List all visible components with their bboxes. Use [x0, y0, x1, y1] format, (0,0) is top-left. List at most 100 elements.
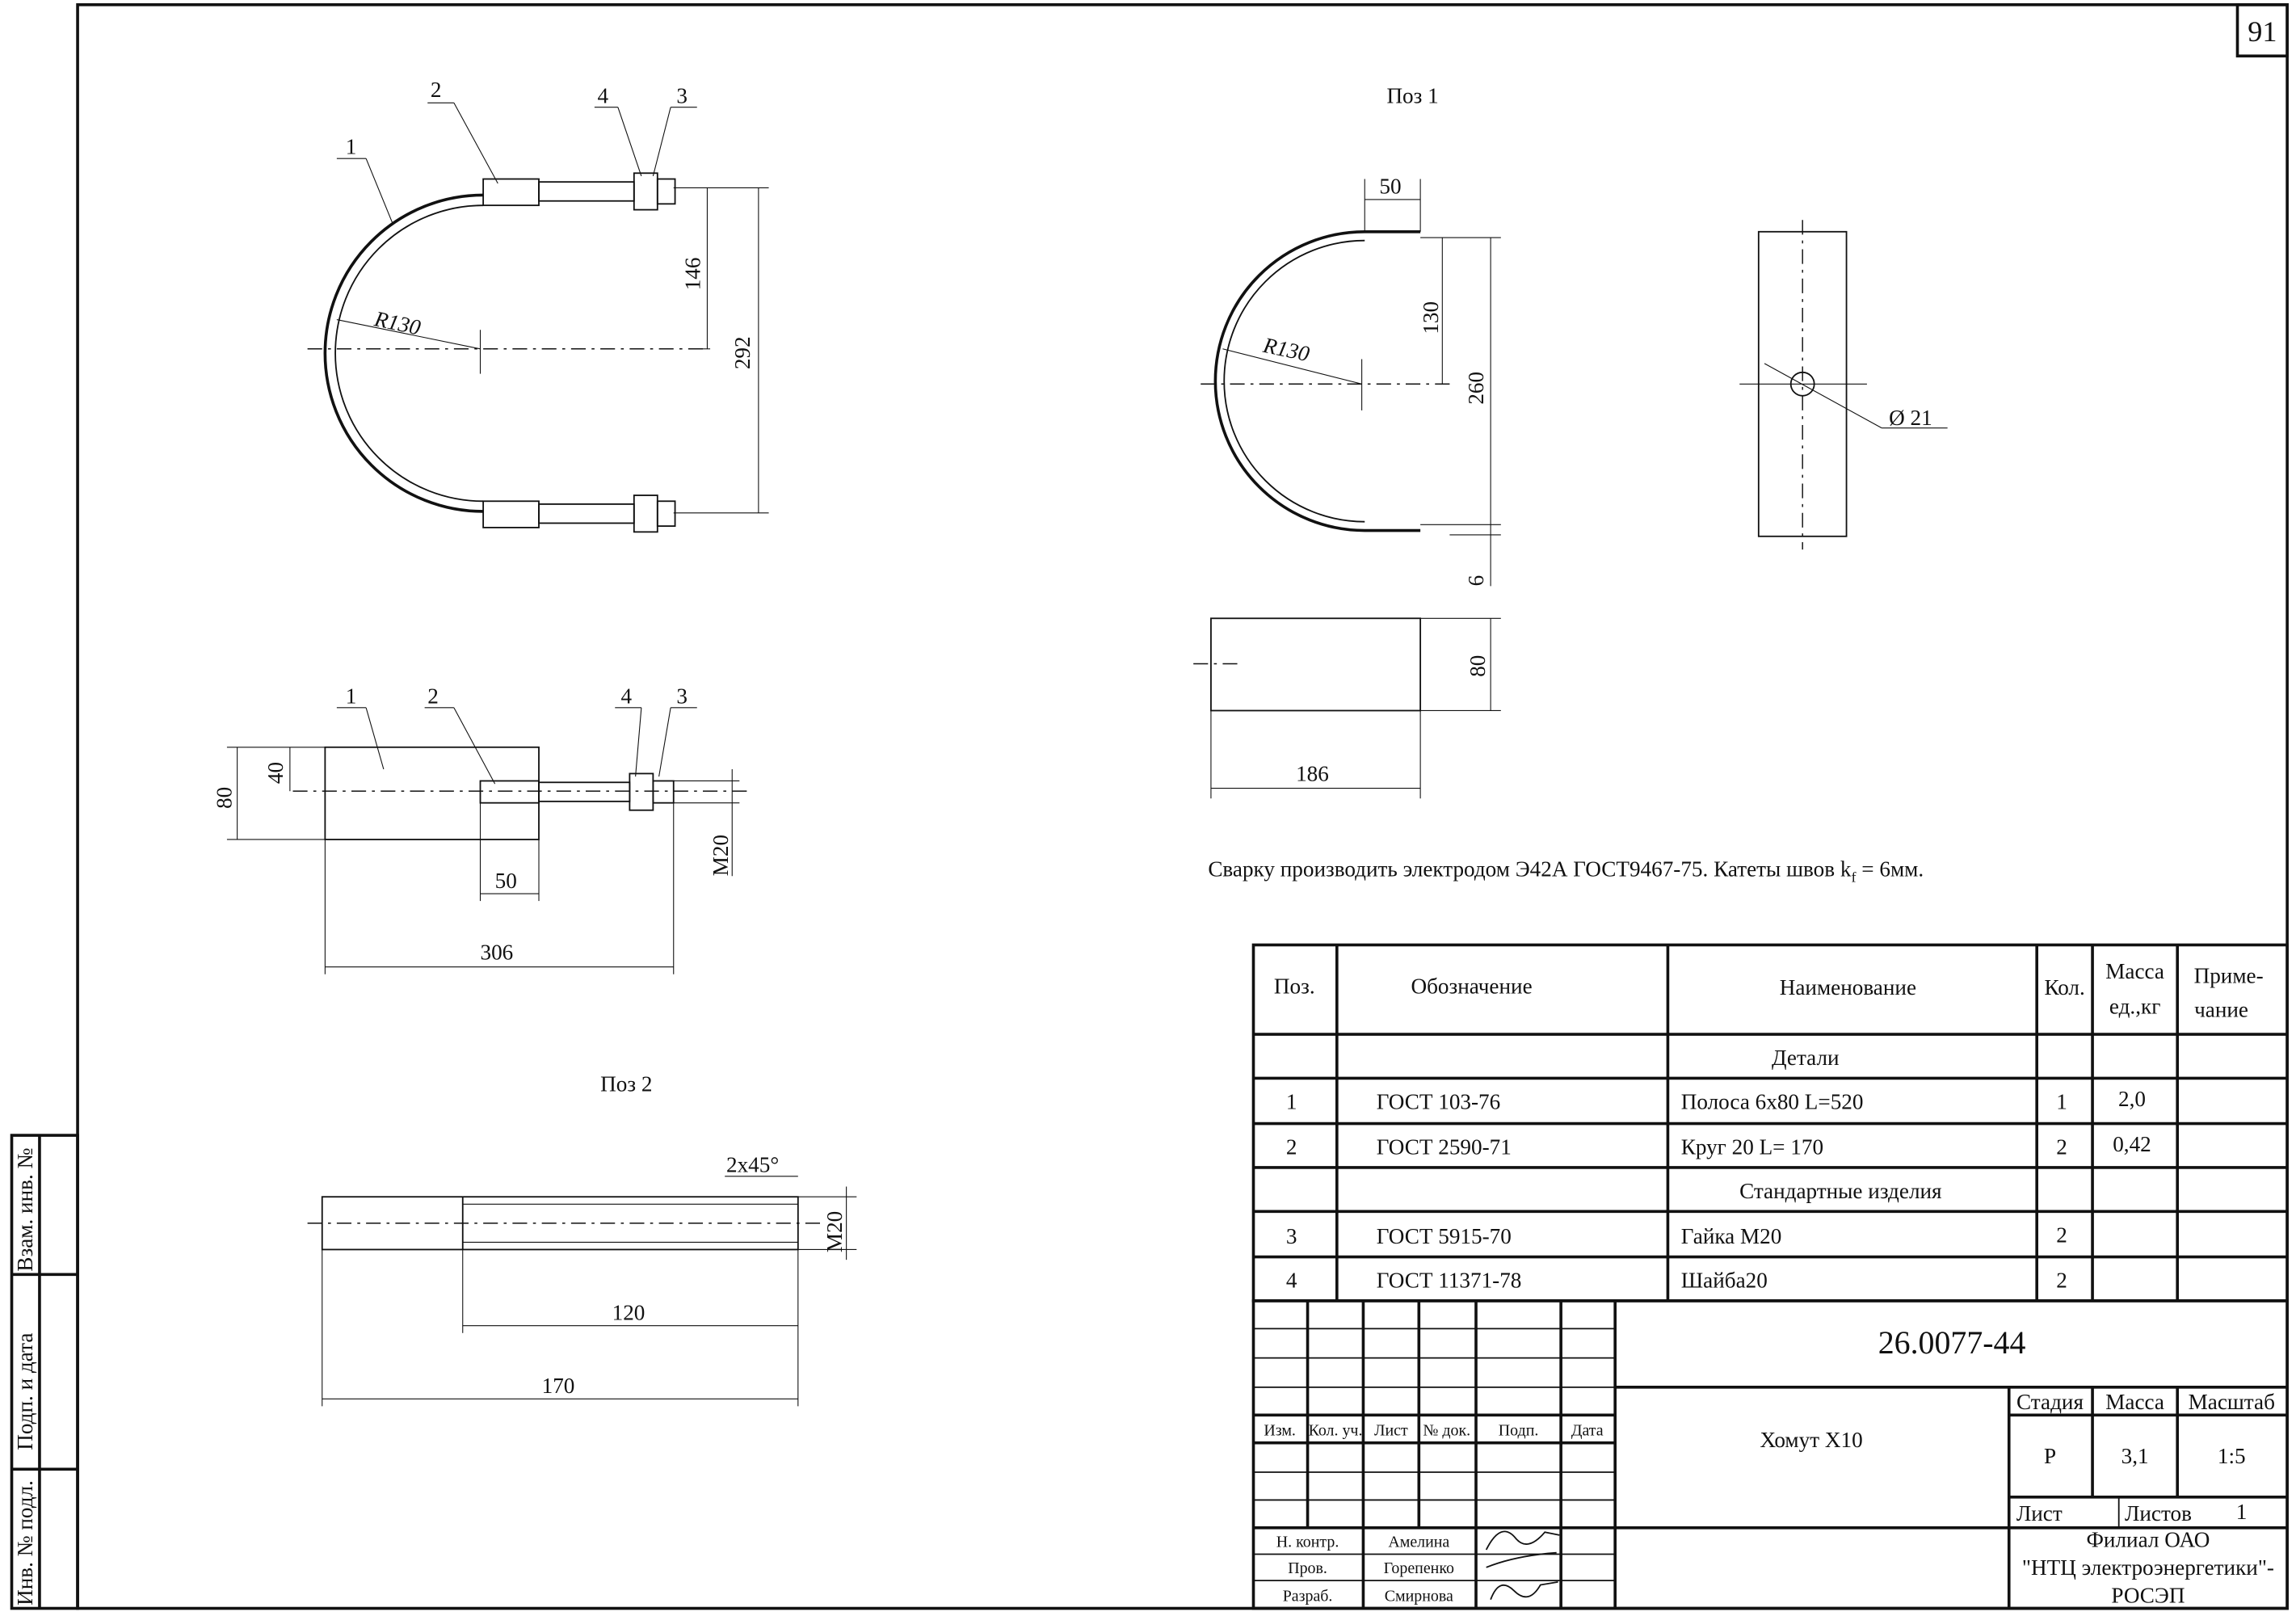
label: 1: [2056, 1089, 2067, 1113]
sheet-frame: 91: [76, 3, 2289, 1610]
label: 4: [621, 684, 633, 708]
label: 3,1: [2121, 1444, 2149, 1468]
label: Н. контр.: [1276, 1533, 1339, 1551]
label: 120: [612, 1300, 645, 1324]
label: 2,0: [2118, 1087, 2146, 1111]
welding-note: Сварку производить электродом Э42А ГОСТ9…: [1208, 856, 1924, 885]
label: 260: [1464, 372, 1488, 405]
label: Амелина: [1388, 1533, 1449, 1551]
signatures: [1485, 1530, 1560, 1600]
label: R130: [372, 306, 423, 340]
stamp-inv: Инв. № подл.: [13, 1480, 37, 1605]
label: чание: [2194, 997, 2248, 1021]
table-row: 4 ГОСТ 11371-78 Шайба20 2: [1286, 1269, 2067, 1293]
label: 40: [263, 762, 288, 784]
label: ГОСТ 5915-70: [1377, 1224, 1512, 1248]
label: Изм.: [1264, 1422, 1296, 1440]
label: 306: [481, 941, 514, 965]
label: 2x45°: [726, 1152, 779, 1176]
stamp-vzam: Взам. инв. №: [13, 1148, 37, 1272]
stamp-podp: Подп. и дата: [13, 1333, 37, 1450]
title-block: Изм. Кол. уч. Лист № док. Подп. Дата Н. …: [1251, 1299, 2289, 1610]
label: 50: [1379, 175, 1401, 199]
label: Смирнова: [1385, 1587, 1453, 1605]
section-details: Детали: [1772, 1046, 1840, 1070]
label: ед.,кг: [2109, 995, 2160, 1019]
label: 4: [598, 83, 609, 107]
label: 4: [1286, 1269, 1297, 1293]
drawing-title: Хомут Х10: [1760, 1428, 1862, 1452]
label: РОСЭП: [2111, 1583, 2185, 1607]
label: Ø 21: [1889, 406, 1932, 430]
label: 3: [1286, 1224, 1297, 1248]
label: Гайка М20: [1681, 1224, 1782, 1248]
label: ГОСТ 2590-71: [1377, 1135, 1512, 1159]
label: 2: [2056, 1135, 2067, 1159]
sheet-number-box: [2235, 3, 2289, 58]
label: 186: [1296, 761, 1329, 785]
label: Шайба20: [1681, 1269, 1768, 1293]
label: Обозначение: [1411, 974, 1532, 998]
label: 80: [212, 787, 236, 809]
pos2-view: Поз 2 120 170 2x45° M20: [307, 1072, 857, 1407]
label: Лист: [2016, 1501, 2063, 1526]
label: M20: [709, 835, 733, 876]
label: ГОСТ 11371-78: [1377, 1269, 1522, 1293]
label: Полоса 6х80 L=520: [1681, 1089, 1864, 1113]
table-row: 3 ГОСТ 5915-70 Гайка М20 2: [1286, 1223, 2067, 1248]
table-row: 2 ГОСТ 2590-71 Круг 20 L= 170 2 0,42: [1286, 1132, 2151, 1159]
label: 1: [346, 684, 357, 708]
pos1-title: Поз 1: [1386, 83, 1438, 107]
label: 170: [542, 1374, 575, 1398]
pos2-title: Поз 2: [600, 1072, 652, 1096]
label: Листов: [2125, 1501, 2192, 1526]
label: Р: [2044, 1444, 2056, 1468]
label: "НТЦ электроэнергетики"-: [2022, 1555, 2274, 1580]
label: Масса: [2105, 1390, 2164, 1414]
label: Пров.: [1288, 1559, 1327, 1577]
label: 1: [2236, 1500, 2248, 1524]
label: 80: [1465, 655, 1490, 677]
label: 0,42: [2113, 1132, 2151, 1156]
label: 146: [680, 258, 704, 291]
label: Филиал ОАО: [2086, 1527, 2210, 1551]
label: 3: [676, 83, 688, 107]
label: Кол.: [2044, 975, 2084, 999]
label: 3: [676, 684, 688, 708]
label: 6: [1464, 575, 1488, 587]
label: Подп.: [1499, 1422, 1539, 1440]
section-standard: Стандартные изделия: [1739, 1179, 1941, 1203]
label: 1: [346, 135, 357, 159]
label: M20: [822, 1211, 847, 1252]
label: Лист: [1374, 1422, 1408, 1440]
label: ГОСТ 103-76: [1377, 1089, 1500, 1113]
assembly-top-view: R130 146 292 1 2 4 3: [307, 78, 769, 533]
label: Наименование: [1780, 975, 1916, 999]
label: Масштаб: [2189, 1390, 2275, 1414]
label: Горепенко: [1384, 1559, 1454, 1577]
label: 1:5: [2218, 1444, 2246, 1468]
label: 50: [495, 869, 517, 893]
label: Масса: [2105, 959, 2164, 983]
label: № док.: [1423, 1422, 1470, 1440]
label: Кол. уч.: [1309, 1422, 1363, 1440]
label: Приме-: [2194, 964, 2264, 988]
side-stamp: Взам. инв. № Подп. и дата Инв. № подл.: [10, 1134, 79, 1610]
label: 1: [1286, 1089, 1297, 1113]
label: Поз.: [1274, 974, 1315, 998]
label: 2: [2056, 1269, 2067, 1293]
label: Круг 20 L= 170: [1681, 1135, 1823, 1159]
label: Стадия: [2016, 1390, 2084, 1414]
label: Разраб.: [1283, 1587, 1333, 1605]
label: Дата: [1571, 1422, 1604, 1440]
label: 292: [730, 336, 755, 369]
assembly-side-view: 80 40 50 306 M20 1 2 4 3: [212, 684, 747, 974]
label: 2: [1286, 1135, 1297, 1159]
label: R130: [1260, 333, 1312, 367]
label: 2: [2056, 1223, 2067, 1247]
label: 130: [1419, 301, 1443, 335]
label: 2: [431, 78, 442, 102]
pos1-view: Поз 1 R130 50 130 260 6 Ø 21 80 1: [1193, 83, 1948, 799]
sheet-number: 91: [2248, 15, 2277, 48]
